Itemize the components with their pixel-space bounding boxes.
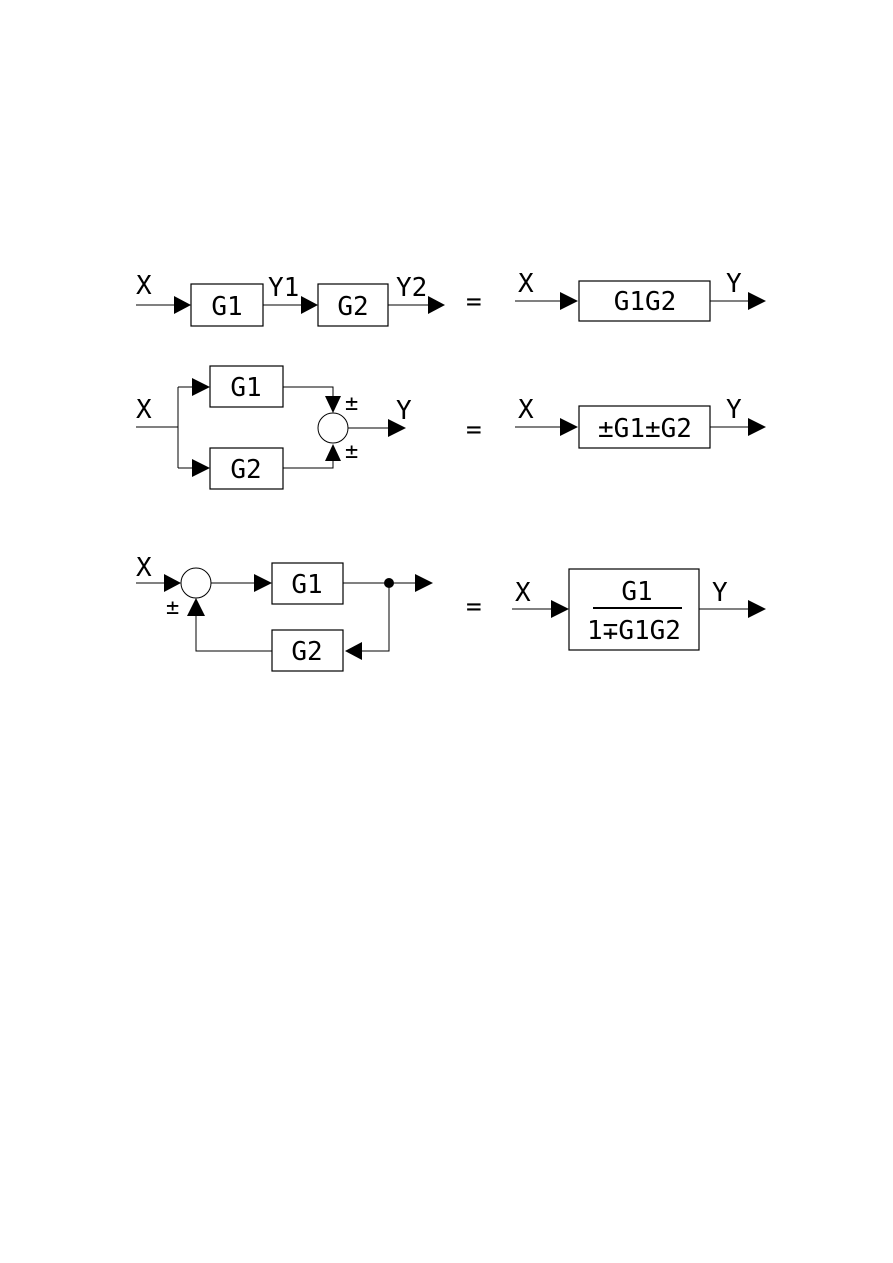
parallel-output-arrow [388,419,406,437]
parallel-summing-junction [317,412,349,444]
parallel-rule: X G1 G2 ± ± Y = X ±G1±G2 Y [136,365,766,490]
feedback-eq-numerator: G1 [621,577,652,607]
series-block-g1-label: G1 [211,292,242,322]
parallel-top-return [283,386,334,398]
series-mid-arrow [301,296,318,314]
parallel-eq-input-label: X [518,395,534,425]
series-eq-output-arrow [748,292,766,310]
series-eq-input-arrow [560,292,578,310]
series-eq-output-label: Y [726,269,742,299]
parallel-eq-output-label: Y [726,395,742,425]
feedback-return-line [361,583,390,652]
feedback-return-arrow [345,642,362,660]
series-eq-input-label: X [518,269,534,299]
feedback-block-g1 [271,562,344,605]
parallel-eq-block [578,405,711,449]
parallel-input-label: X [136,395,152,425]
parallel-sign-bottom: ± [345,439,358,464]
series-equals: = [466,287,482,317]
feedback-eq-output-arrow [748,600,766,618]
feedback-eq-denominator: 1∓G1G2 [587,616,681,646]
feedback-eq-block [568,568,700,651]
feedback-block-g2-label: G2 [291,637,322,667]
feedback-eq-output-label: Y [712,578,728,608]
parallel-bottom-return [283,458,334,469]
feedback-equals: = [466,592,482,622]
feedback-eq-input-label: X [515,578,531,608]
feedback-input-arrow [164,574,181,592]
feedback-block-g1-label: G1 [291,570,322,600]
parallel-block-g2-label: G2 [230,455,261,485]
parallel-block-g1-label: G1 [230,373,261,403]
feedback-summing-junction [180,567,212,599]
feedback-eq-input-arrow [551,600,569,618]
feedback-loop-arrow [187,598,205,616]
parallel-sign-top: ± [345,391,358,416]
series-block-g2 [317,283,389,327]
parallel-block-g2 [209,447,284,490]
parallel-top-sum-arrow [325,396,341,413]
parallel-equals: = [466,415,482,445]
feedback-rule: X ± G1 G2 = X G1 1∓G1G2 Y [136,553,766,672]
parallel-bottom-arrow [192,459,210,477]
parallel-eq-input-arrow [560,418,578,436]
series-output-label: Y2 [396,273,427,303]
series-mid-label: Y1 [268,273,299,303]
parallel-output-label: Y [396,396,412,426]
feedback-loop-line [195,613,272,652]
parallel-block-g1 [209,365,284,408]
feedback-sign: ± [166,595,179,620]
parallel-bottom-sum-arrow [325,444,341,461]
series-input-label: X [136,271,152,301]
feedback-output-arrow [415,574,433,592]
feedback-input-label: X [136,553,152,583]
parallel-eq-output-arrow [748,418,766,436]
series-input-arrow [174,296,191,314]
series-rule: X G1 Y1 G2 Y2 = X G1G2 Y [136,269,766,327]
parallel-eq-block-label: ±G1±G2 [598,414,692,444]
series-block-g2-label: G2 [337,292,368,322]
series-eq-block [578,280,711,322]
feedback-forward-arrow [254,574,272,592]
parallel-top-arrow [192,378,210,396]
series-eq-block-label: G1G2 [614,287,677,317]
series-output-arrow [428,296,445,314]
